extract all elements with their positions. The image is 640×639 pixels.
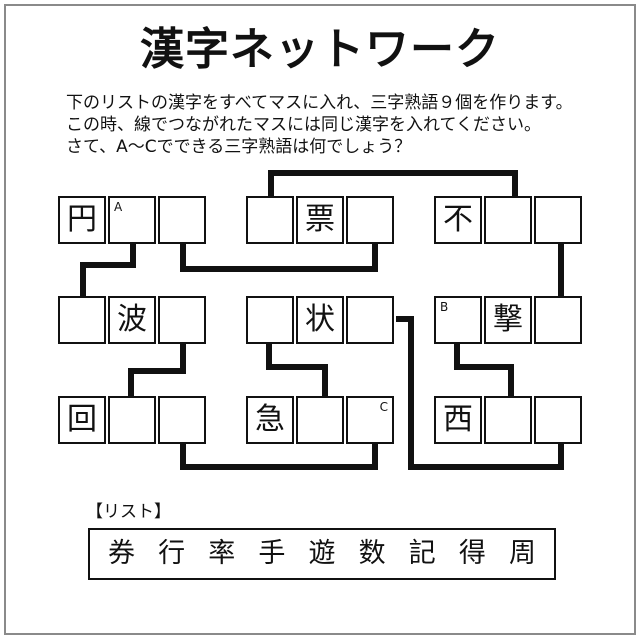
instruction-line: さて、A〜Cでできる三字熟語は何でしょう？: [66, 137, 412, 157]
list-kanji[interactable]: 券: [108, 538, 135, 569]
wire-segment: [180, 464, 378, 470]
wire-segment: [396, 316, 414, 322]
grid-cell[interactable]: [296, 396, 344, 444]
puzzle-title: 漢字ネットワーク: [140, 24, 500, 75]
grid-cell-b[interactable]: B: [434, 296, 482, 344]
list-label: 【リスト】: [86, 502, 171, 522]
grid-cell[interactable]: [534, 196, 582, 244]
wire-segment: [558, 444, 564, 470]
grid-cell[interactable]: 撃: [484, 296, 532, 344]
marker-a: A: [114, 200, 123, 214]
list-kanji[interactable]: 遊: [308, 538, 336, 569]
grid-cell[interactable]: [484, 396, 532, 444]
grid-cell[interactable]: [346, 196, 394, 244]
wire-segment: [80, 262, 136, 268]
grid-cell[interactable]: [346, 296, 394, 344]
instruction-line: 下のリストの漢字をすべてマスに入れ、三字熟語９個を作ります。: [66, 93, 573, 113]
grid-cell[interactable]: [246, 296, 294, 344]
wire-segment: [372, 244, 378, 272]
grid-cell[interactable]: [534, 396, 582, 444]
wire-segment: [130, 244, 136, 264]
instruction-line: この時、線でつながれたマスには同じ漢字を入れてください。: [66, 115, 541, 135]
list-kanji[interactable]: 記: [408, 538, 436, 569]
grid-cell[interactable]: [158, 296, 206, 344]
list-kanji[interactable]: 得: [458, 538, 486, 569]
wire-segment: [322, 364, 328, 396]
instructions: 下のリストの漢字をすべてマスに入れ、三字熟語９個を作ります。 この時、線でつなが…: [66, 92, 573, 158]
wire-segment: [180, 344, 186, 374]
wire-segment: [268, 170, 274, 196]
wire-segment: [266, 344, 272, 370]
wire-segment: [454, 364, 514, 370]
list-kanji[interactable]: 周: [509, 538, 536, 569]
grid-cell[interactable]: 票: [296, 196, 344, 244]
grid-cell[interactable]: [534, 296, 582, 344]
list-kanji[interactable]: 手: [258, 538, 286, 569]
grid-cell-a[interactable]: A: [108, 196, 156, 244]
grid-cell[interactable]: 状: [296, 296, 344, 344]
grid-cell[interactable]: [108, 396, 156, 444]
wire-segment: [408, 316, 414, 470]
marker-b: B: [440, 300, 449, 314]
grid-cell[interactable]: [484, 196, 532, 244]
grid-cell[interactable]: 不: [434, 196, 482, 244]
list-kanji[interactable]: 率: [208, 538, 236, 569]
grid-cell-c[interactable]: C: [346, 396, 394, 444]
wire-segment: [80, 262, 86, 296]
grid-cell[interactable]: 急: [246, 396, 294, 444]
grid-cell[interactable]: 回: [58, 396, 106, 444]
grid-cell[interactable]: [246, 196, 294, 244]
wire-segment: [372, 444, 378, 470]
list-kanji[interactable]: 数: [358, 538, 386, 569]
wire-segment: [454, 344, 460, 370]
wire-segment: [508, 364, 514, 396]
grid-cell[interactable]: 西: [434, 396, 482, 444]
wire-segment: [180, 266, 378, 272]
wire-segment: [128, 368, 186, 374]
wire-segment: [180, 244, 186, 272]
wire-segment: [408, 464, 564, 470]
grid-cell[interactable]: [158, 396, 206, 444]
marker-c: C: [379, 400, 388, 414]
wire-segment: [268, 170, 518, 176]
wire-segment: [128, 368, 134, 396]
wire-segment: [180, 444, 186, 470]
grid-cell[interactable]: [158, 196, 206, 244]
grid-cell[interactable]: [58, 296, 106, 344]
kanji-list: 券 行 率 手 遊 数 記 得 周: [88, 528, 556, 580]
wire-segment: [266, 364, 328, 370]
list-kanji[interactable]: 行: [158, 538, 186, 569]
wire-segment: [512, 170, 518, 196]
grid-cell[interactable]: 波: [108, 296, 156, 344]
grid-cell[interactable]: 円: [58, 196, 106, 244]
wire-segment: [558, 244, 564, 296]
